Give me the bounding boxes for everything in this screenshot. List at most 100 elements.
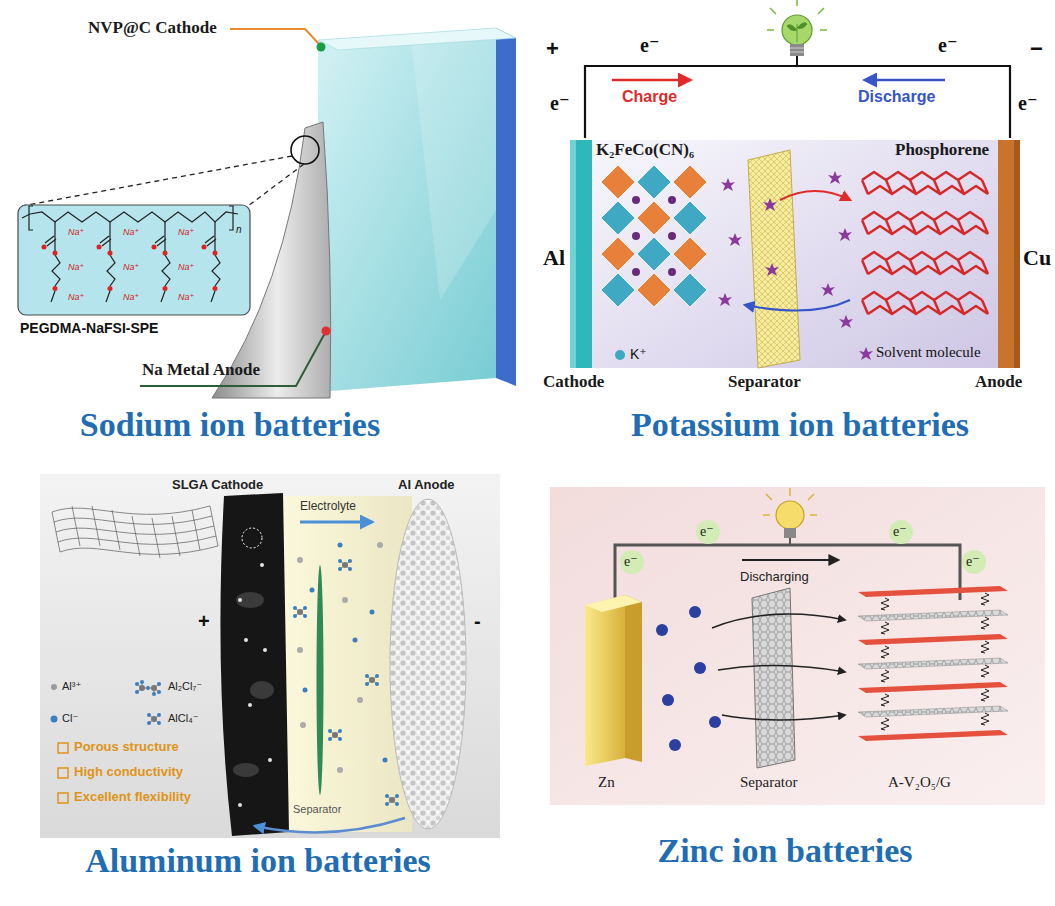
ion-arrows [712, 614, 845, 720]
ion-label: Na⁺ [178, 227, 194, 237]
electron-label: e⁻ [1018, 92, 1037, 115]
ion-arrow [745, 300, 850, 310]
polymer-box [18, 205, 250, 315]
collector-side [496, 28, 516, 386]
zoom-circle [291, 136, 319, 164]
panel-caption: Zinc ion batteries [658, 832, 913, 869]
polarity-sign: - [474, 610, 481, 633]
ion-label: Na⁺ [123, 227, 139, 237]
part-label: Al Anode [398, 478, 455, 493]
electron-label: e⁻ [624, 554, 638, 570]
electron-label: e⁻ [938, 34, 957, 57]
leader-line [230, 29, 320, 45]
part-label: SLGA Cathode [172, 478, 263, 493]
legend-label: Solvent molecule [876, 344, 981, 361]
crystal-structure [601, 165, 707, 307]
zinc-cell [550, 487, 1045, 805]
cathode-layer [318, 28, 496, 392]
zinc-ions [656, 606, 721, 751]
layered-cathode [858, 586, 1008, 741]
ion-label: Na⁺ [68, 227, 84, 237]
electron-label: e⁻ [550, 92, 569, 115]
legend-dot [615, 350, 625, 360]
battery-panel: Potassium ion batteries [528, 0, 1055, 462]
electron-label: e⁻ [640, 34, 659, 57]
ion-arrow [780, 191, 850, 200]
leader-line [140, 333, 325, 386]
ion-label: Na⁺ [178, 292, 194, 302]
part-label: Separator [728, 372, 801, 392]
ion-label: Cl⁻ [62, 712, 78, 725]
part-label: Electrolyte [300, 500, 356, 514]
zoom-lines [22, 156, 304, 206]
legend-mark [135, 680, 161, 696]
electrolyte-label: PEGDMA-NaFSI-SPE [20, 320, 158, 336]
aluminum-cell [40, 474, 500, 838]
part-label: Anode [975, 372, 1022, 392]
side-chain [42, 222, 61, 302]
callout-label: NVP@C Cathode [88, 18, 217, 38]
panel-caption: Sodium ion batteries [80, 406, 380, 443]
legend-mark [147, 713, 161, 725]
material-label: K₂FeCo(CN)₆ [596, 140, 694, 160]
electron-label: e⁻ [700, 524, 714, 540]
graphene-cathode [220, 493, 289, 836]
electron-label: e⁻ [966, 554, 980, 570]
checkbox [58, 743, 68, 803]
electrolyte-ions [293, 542, 399, 806]
polarity-sign: + [198, 610, 210, 633]
panel-ground [550, 487, 1045, 805]
legend-mark [51, 684, 57, 690]
collector-label: Cu [1023, 245, 1051, 270]
ion-label: Na⁺ [123, 262, 139, 272]
side-chain [97, 222, 116, 302]
electron-label: e⁻ [893, 524, 907, 540]
collector-label: Al [543, 245, 565, 270]
feature-label: High conductivity [74, 765, 183, 780]
material-label: Phosphorene [895, 140, 989, 160]
polarity-sign: − [1030, 36, 1043, 61]
panel-caption: Aluminum ion batteries [85, 842, 431, 879]
ion-label: Na⁺ [68, 292, 84, 302]
ion-label: Na⁺ [123, 292, 139, 302]
discharge-arrow [865, 79, 945, 82]
separator [748, 150, 800, 368]
flow-arrow [300, 521, 372, 524]
part-label: A-V₂O₅/G [888, 774, 951, 791]
flow-arrow [255, 818, 405, 832]
battery-panel: Zinc ion batteries [528, 464, 1055, 906]
separator [317, 565, 324, 795]
ion-label: Na⁺ [178, 262, 194, 272]
ion-label: Al³⁺ [62, 680, 81, 693]
potassium-cell [570, 0, 1020, 368]
cathode-plate [570, 140, 592, 368]
part-label: Separator [740, 774, 797, 791]
anode-plate [998, 140, 1020, 368]
phosphorene-layers [862, 172, 988, 314]
process-label: Discharging [740, 570, 809, 585]
feature-label: Excellent flexibility [74, 790, 191, 805]
light-bulb [763, 488, 817, 545]
panel-caption: Potassium ion batteries [631, 406, 969, 443]
ion-label: Na⁺ [68, 262, 84, 272]
callout-label: Na Metal Anode [142, 360, 260, 380]
ion-label: AlCl₄⁻ [168, 712, 198, 725]
electrolyte [592, 140, 998, 368]
part-label: Cathode [543, 372, 604, 392]
legend-label: K⁺ [630, 346, 647, 362]
side-chain [202, 222, 221, 302]
polarity-sign: + [546, 36, 559, 61]
sodium-cell [18, 28, 516, 398]
graphene-sheet [52, 506, 218, 558]
zoom-circle [242, 528, 262, 548]
discharge-arrow [742, 559, 838, 561]
feature-label: Porous structure [74, 740, 179, 755]
charge-arrow [612, 79, 690, 82]
ion-label: Al₂Cl₇⁻ [168, 680, 202, 693]
legend-star [859, 347, 873, 360]
light-bulb [767, 0, 827, 56]
electron-badge [620, 520, 986, 574]
repeat-index: n [236, 224, 242, 236]
panel-ground [40, 474, 500, 838]
